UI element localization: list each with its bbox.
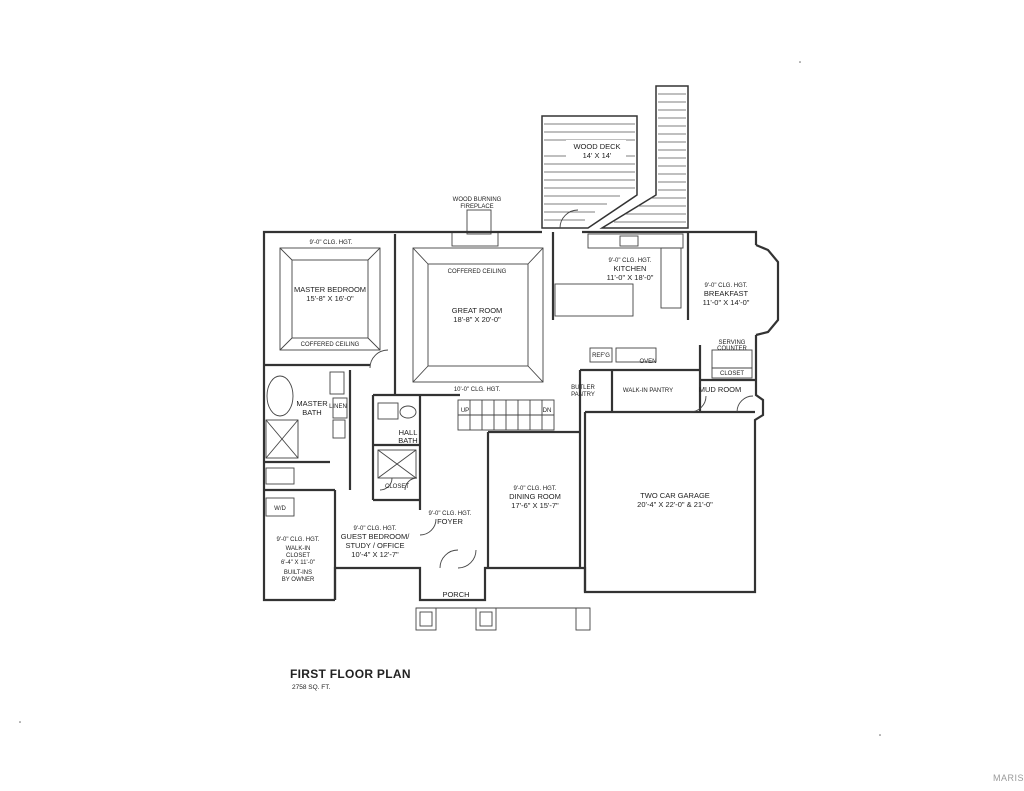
walkin-pantry-label: WALK-IN PANTRY (623, 388, 673, 394)
dining-name: DINING ROOM (509, 492, 561, 501)
oven-label: OVEN (639, 359, 656, 365)
walkin-name-2: CLOSET (286, 553, 310, 559)
breakfast-ceiling: 9'-0" CLG. HGT. (705, 283, 748, 289)
breakfast-dims: 11'-0" X 14'-0" (703, 298, 750, 307)
master-bedroom-ceiling: 9'-0" CLG. HGT. (310, 240, 353, 246)
garage-name: TWO CAR GARAGE (640, 491, 710, 500)
mud-closet-label: CLOSET (720, 371, 744, 377)
wood-deck: WOOD DECK 14' X 14' (541, 85, 689, 229)
master-bath-name-2: BATH (302, 408, 321, 417)
hall-bath-name-2: BATH (398, 436, 417, 445)
porch-label: PORCH (442, 590, 469, 599)
garage-dims: 20'-4" X 22'-0" & 21'-0" (637, 500, 713, 509)
guest-ceiling: 9'-0" CLG. HGT. (354, 526, 397, 532)
kitchen-name: KITCHEN (614, 264, 647, 273)
door-swings (369, 209, 754, 569)
walkin-note: BUILT-INS (284, 570, 312, 576)
fireplace-label-2: FIREPLACE (460, 204, 493, 210)
walkin-ceiling: 9'-0" CLG. HGT. (277, 537, 320, 543)
fireplace: WOOD BURNING FIREPLACE (451, 197, 502, 247)
kitchen-fixtures (554, 233, 753, 379)
stairs (457, 399, 555, 431)
guest-name-2: STUDY / OFFICE (345, 541, 404, 550)
wood-deck-dims: 14' X 14' (583, 151, 612, 160)
great-room-ceiling-note: COFFERED CEILING (448, 269, 507, 275)
porch (415, 607, 591, 631)
great-room-dims: 18'-8" X 20'-0" (453, 315, 501, 324)
watermark: MARIS (992, 773, 1024, 783)
hall-bath-name: HALL (399, 428, 418, 437)
walkin-dims: 6'-4" X 11'-0" (281, 560, 315, 566)
room-labels: 9'-0" CLG. HGT. MASTER BEDROOM 15'-8" X … (274, 240, 750, 599)
plan-area: 2758 SQ. FT. (292, 684, 331, 691)
dining-ceiling: 9'-0" CLG. HGT. (514, 486, 557, 492)
stair-dn-label: DN (543, 408, 552, 414)
scan-specks (19, 61, 881, 736)
walkin-note-2: BY OWNER (282, 577, 315, 583)
foyer-name: FOYER (437, 517, 463, 526)
foyer-ceiling: 9'-0" CLG. HGT. (429, 511, 472, 517)
hall-closet-label: CLOSET (385, 484, 409, 490)
coffered-ceilings (279, 247, 544, 383)
mud-room-label: MUD ROOM (699, 385, 742, 394)
butler-label: BUTLER (571, 385, 595, 391)
serving-label-2: COUNTER (717, 346, 747, 352)
butler-label-2: PANTRY (571, 392, 595, 398)
serving-label: SERVING (719, 340, 746, 346)
guest-dims: 10'-4" X 12'-7" (351, 550, 399, 559)
master-bath-name: MASTER (296, 399, 328, 408)
guest-name: GUEST BEDROOM/ (341, 532, 411, 541)
wd-label: W/D (274, 506, 286, 512)
master-bedroom-dims: 15'-8" X 16'-0" (306, 294, 354, 303)
kitchen-dims: 11'-0" X 18'-0" (607, 273, 654, 282)
dining-dims: 17'-6" X 15'-7" (511, 501, 559, 510)
walkin-name: WALK-IN (286, 546, 311, 552)
refrig-label: REF'G (592, 353, 610, 359)
plan-title: FIRST FLOOR PLAN (290, 667, 411, 681)
stair-up-label: UP (461, 408, 469, 414)
great-room-name: GREAT ROOM (452, 306, 503, 315)
master-bedroom-note: COFFERED CEILING (301, 342, 360, 348)
master-bedroom-name: MASTER BEDROOM (294, 285, 366, 294)
fireplace-label: WOOD BURNING (453, 197, 502, 203)
great-room-ceiling: 10'-0" CLG. HGT. (454, 387, 501, 393)
kitchen-ceiling: 9'-0" CLG. HGT. (609, 258, 652, 264)
bath-fixtures (265, 371, 417, 517)
linen-label: LINEN (329, 404, 347, 410)
breakfast-name: BREAKFAST (704, 289, 749, 298)
wood-deck-name: WOOD DECK (573, 142, 620, 151)
interior-walls (264, 232, 756, 600)
